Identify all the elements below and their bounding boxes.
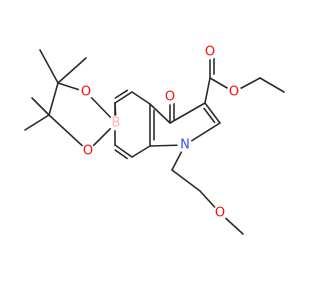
bond-layer bbox=[24, 49, 285, 235]
atom-label-b: B bbox=[112, 116, 121, 131]
bond-c7-c8 bbox=[114, 144, 133, 158]
atom-label-o_ether: O bbox=[215, 206, 225, 221]
atom-o_ester-background bbox=[226, 84, 242, 100]
atom-o_carbonyl-background bbox=[202, 44, 218, 60]
atom-label-o_keto: O bbox=[165, 90, 175, 105]
molecule-structure: O O O N B O O O bbox=[24, 44, 285, 235]
bond-c5-c6-double bbox=[114, 89, 129, 99]
atom-o_ether-background bbox=[212, 205, 228, 221]
atom-layer: O O O N B O O O bbox=[78, 44, 242, 221]
bond-o_b2-cp2 bbox=[48, 114, 89, 152]
atom-o_b1-background bbox=[78, 84, 94, 100]
atom-label-n1: N bbox=[180, 138, 190, 153]
bond-c4a-c5 bbox=[131, 91, 151, 105]
bond-c7-c8-double bbox=[114, 149, 128, 160]
bond-ch2e-ch3e bbox=[259, 77, 285, 93]
atom-label-o_b1: O bbox=[81, 85, 91, 100]
atom-label-o_b2: O bbox=[83, 144, 93, 159]
bond-c5-c6 bbox=[114, 91, 133, 104]
bond-cp2-me3 bbox=[24, 114, 50, 131]
bond-cp2-me4 bbox=[31, 97, 50, 116]
bond-c4-c3 bbox=[169, 102, 206, 124]
bond-c3-c2 bbox=[204, 102, 221, 124]
atom-b-background bbox=[108, 115, 124, 131]
atom-label-o_ester: O bbox=[229, 85, 239, 100]
bond-cp1-me2 bbox=[57, 57, 87, 84]
atom-o_keto-background bbox=[162, 89, 178, 105]
atom-label-o_carbonyl: O bbox=[205, 45, 215, 60]
bond-cp1-cp2 bbox=[48, 82, 59, 116]
molecule-canvas: O O O N B O O O bbox=[24, 44, 285, 235]
bond-nch2-ch2b bbox=[171, 169, 201, 192]
bond-c3-cest bbox=[204, 77, 211, 104]
atom-o_b2-background bbox=[80, 143, 96, 159]
bond-c4a-c4 bbox=[149, 103, 171, 124]
bond-cp1-me1 bbox=[39, 49, 59, 84]
bond-c8-c8a bbox=[131, 145, 151, 158]
bond-c3-c2-double bbox=[203, 107, 216, 124]
atom-n1-background bbox=[177, 137, 193, 153]
